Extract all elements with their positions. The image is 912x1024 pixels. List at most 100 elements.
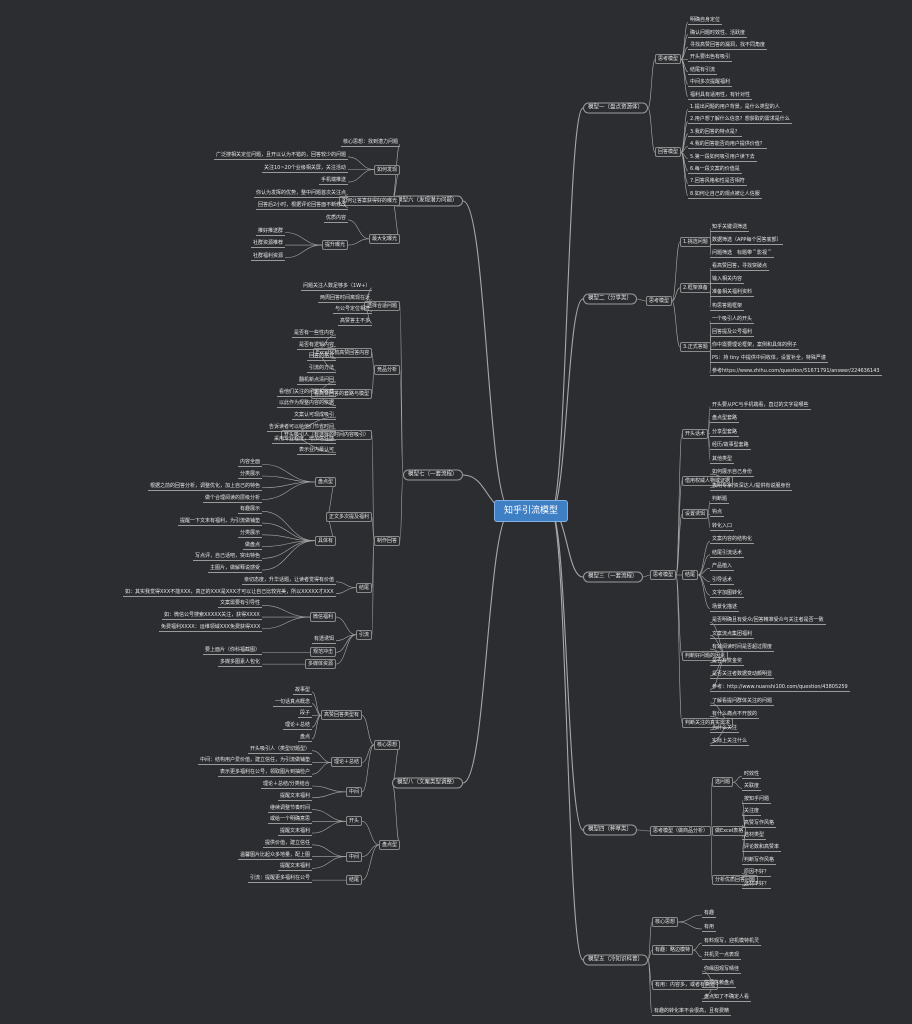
- mindmap-node[interactable]: 3.正式答题: [680, 342, 711, 353]
- mindmap-node[interactable]: 有透诱饵: [312, 635, 337, 644]
- mindmap-node[interactable]: 关联度: [742, 783, 762, 792]
- mindmap-node[interactable]: 社群福利资源: [251, 252, 286, 261]
- mindmap-node[interactable]: 表示更多福利在公号，领取图片到抽检户: [218, 769, 313, 778]
- mindmap-root[interactable]: 知乎引流模型: [493, 500, 569, 522]
- mindmap-node[interactable]: 提醒文末福利: [278, 792, 313, 801]
- mindmap-node[interactable]: 文字加图转化: [710, 590, 745, 599]
- mindmap-node[interactable]: 知乎关键词筛选: [710, 223, 750, 232]
- mindmap-node[interactable]: 理论＋总结/分类结合: [261, 781, 312, 789]
- mindmap-node[interactable]: 最大化曝光: [369, 233, 401, 244]
- mindmap-node[interactable]: 故事型: [293, 686, 313, 695]
- mindmap-node[interactable]: 开头吸引人（有选择的时间内容吸引）: [281, 429, 373, 440]
- mindmap-node[interactable]: 原因不好？: [742, 868, 772, 877]
- mindmap-node[interactable]: 具体有: [315, 535, 337, 546]
- mindmap-node[interactable]: 回答模型: [655, 147, 682, 158]
- mindmap-node[interactable]: 文案流点集团福利: [710, 630, 755, 639]
- mindmap-branch[interactable]: 模型四（种草类）: [583, 824, 638, 836]
- mindmap-node[interactable]: 优质内容: [324, 214, 349, 223]
- mindmap-node[interactable]: 做个合理阅读的层级分析: [203, 494, 263, 503]
- mindmap-node[interactable]: 如何展示自己身份: [710, 469, 755, 478]
- mindmap-node[interactable]: 做Excel表格: [712, 826, 747, 836]
- mindmap-node[interactable]: 采用专业程度，增加信任感: [272, 435, 337, 444]
- mindmap-node[interactable]: 做盘点: [243, 541, 263, 550]
- mindmap-node[interactable]: 有用: [702, 924, 717, 932]
- mindmap-node[interactable]: 看高赞回答，寻找突破点: [710, 263, 770, 272]
- mindmap-node[interactable]: 你缘因观写晴佳: [702, 966, 742, 974]
- mindmap-node[interactable]: 你中需要理论框架，案例和具体的例子: [710, 342, 800, 351]
- mindmap-node[interactable]: 7.回答风格和性是否相符: [688, 178, 747, 187]
- mindmap-node[interactable]: 判断关注的真实需求: [682, 718, 734, 729]
- mindmap-node[interactable]: 手机端推送: [319, 177, 349, 186]
- mindmap-node[interactable]: 两周回答时间离现在近: [318, 294, 373, 303]
- mindmap-node[interactable]: 回答后2小时，根据评论回答面不断修改: [256, 202, 349, 211]
- mindmap-node[interactable]: Excel化梳高赞回答内容: [313, 347, 373, 358]
- mindmap-node[interactable]: 核心思想: [374, 739, 401, 750]
- mindmap-node[interactable]: 产品植入: [710, 563, 735, 572]
- mindmap-node[interactable]: 判断题: [710, 495, 730, 504]
- mindmap-node[interactable]: 信源信赖盘点: [702, 980, 737, 988]
- mindmap-node[interactable]: 或给一个明确意思: [268, 816, 313, 825]
- mindmap-node[interactable]: 分析优质回答问题: [712, 874, 759, 885]
- mindmap-node[interactable]: 引流: [356, 629, 373, 640]
- mindmap-node[interactable]: 看高赞回答的套路与模型: [311, 388, 373, 399]
- mindmap-node[interactable]: 准备相关福利资料: [710, 289, 755, 298]
- mindmap-node[interactable]: 了解看提问群体关注的问题: [710, 697, 775, 706]
- mindmap-branch[interactable]: 模型五（冷知识科普）: [583, 954, 649, 966]
- mindmap-node[interactable]: 结尾: [346, 875, 363, 886]
- mindmap-node[interactable]: 引导话术: [710, 576, 735, 585]
- mindmap-node[interactable]: 盘点: [298, 733, 313, 742]
- mindmap-node[interactable]: 选择合适问题: [364, 300, 401, 311]
- mindmap-node[interactable]: 引流的方法: [307, 365, 337, 374]
- mindmap-node[interactable]: 其他类型: [710, 455, 735, 464]
- mindmap-node[interactable]: 中间: [346, 851, 363, 862]
- mindmap-node[interactable]: 为什么关注: [710, 724, 740, 733]
- mindmap-node[interactable]: 实际上关注什么: [710, 738, 750, 747]
- mindmap-node[interactable]: 是否关注者数据变动颇明显: [710, 670, 775, 679]
- mindmap-node[interactable]: 制作回答: [374, 535, 401, 546]
- mindmap-node[interactable]: 结尾有引流: [688, 66, 718, 75]
- mindmap-node[interactable]: 明确自身定位: [688, 17, 723, 26]
- mindmap-node[interactable]: 输入相关内容: [710, 276, 745, 285]
- mindmap-node[interactable]: 有用：内容多，或者有启迪: [652, 980, 719, 990]
- mindmap-node[interactable]: 与公号定位相符: [333, 306, 373, 315]
- mindmap-node[interactable]: 确认问题时效性、活跃度: [688, 29, 748, 38]
- mindmap-node[interactable]: 开头要从PC与手机端看，直过的文字是哪些: [710, 401, 811, 410]
- mindmap-node[interactable]: 提醒文末福利: [278, 863, 313, 872]
- mindmap-node[interactable]: 继续调整节奏时间: [268, 804, 313, 813]
- mindmap-node[interactable]: 理论＋总结: [283, 722, 313, 731]
- mindmap-node[interactable]: 核心思想: [652, 917, 679, 927]
- mindmap-node[interactable]: 分享型套路: [710, 428, 740, 437]
- mindmap-node[interactable]: 问题筛选 标题带＂影视＂: [710, 249, 775, 258]
- mindmap-node[interactable]: 转化入口: [710, 522, 735, 531]
- mindmap-node[interactable]: 2.用户想了解什么信息？想获取的需求是什么: [688, 116, 792, 125]
- mindmap-branch[interactable]: 模型六（发现潜力问题）: [392, 195, 463, 207]
- mindmap-node[interactable]: 开头话术: [682, 428, 709, 439]
- mindmap-node[interactable]: 构思答题框架: [710, 302, 745, 311]
- mindmap-node[interactable]: 设置诱饵: [682, 509, 709, 520]
- mindmap-node[interactable]: 时效性: [742, 771, 762, 780]
- mindmap-node[interactable]: 有趣的转化率不会很高，且有费精: [652, 1008, 732, 1016]
- mindmap-node[interactable]: 开头: [346, 816, 363, 827]
- mindmap-node[interactable]: 盘点知了不确定人看: [702, 994, 752, 1002]
- mindmap-node[interactable]: 一个吸引人的开头: [710, 315, 755, 324]
- mindmap-node[interactable]: 福利具有适用性，有针对性: [688, 91, 753, 100]
- mindmap-node[interactable]: 推好推送群: [256, 227, 286, 236]
- mindmap-node[interactable]: 表示业内最认可: [297, 447, 337, 456]
- mindmap-node[interactable]: 1.提出问题的用户背景，是什么类型的人: [688, 104, 782, 112]
- mindmap-node[interactable]: 开头要出色有吸引: [688, 54, 733, 63]
- mindmap-node[interactable]: 问题关注人数足够多（1W+）: [301, 282, 373, 291]
- mindmap-node[interactable]: 分类展示: [238, 471, 263, 479]
- mindmap-node[interactable]: 有趣：略边模特: [652, 945, 694, 955]
- mindmap-node[interactable]: 要上面片（你科福截图）: [203, 647, 263, 656]
- mindmap-branch[interactable]: 模型三（一套流程）: [583, 571, 643, 583]
- mindmap-node[interactable]: 主图片，做解释说感受: [208, 565, 263, 574]
- mindmap-node[interactable]: 表明专家/资深达人/提供有说服身份: [710, 482, 793, 491]
- mindmap-node[interactable]: 思考模型: [650, 570, 677, 580]
- mindmap-node[interactable]: 规范冲击: [310, 647, 337, 658]
- mindmap-node[interactable]: 判断好问题的因素: [682, 650, 729, 661]
- mindmap-node[interactable]: 如何让答案获得好的曝光: [339, 196, 401, 206]
- mindmap-node[interactable]: 以此作为规整内容的依据: [277, 400, 337, 409]
- mindmap-branch[interactable]: 模型七（一套流程）: [403, 469, 463, 481]
- mindmap-node[interactable]: 选材不好？: [742, 880, 772, 889]
- mindmap-node[interactable]: 是否有赏金奖: [710, 657, 745, 666]
